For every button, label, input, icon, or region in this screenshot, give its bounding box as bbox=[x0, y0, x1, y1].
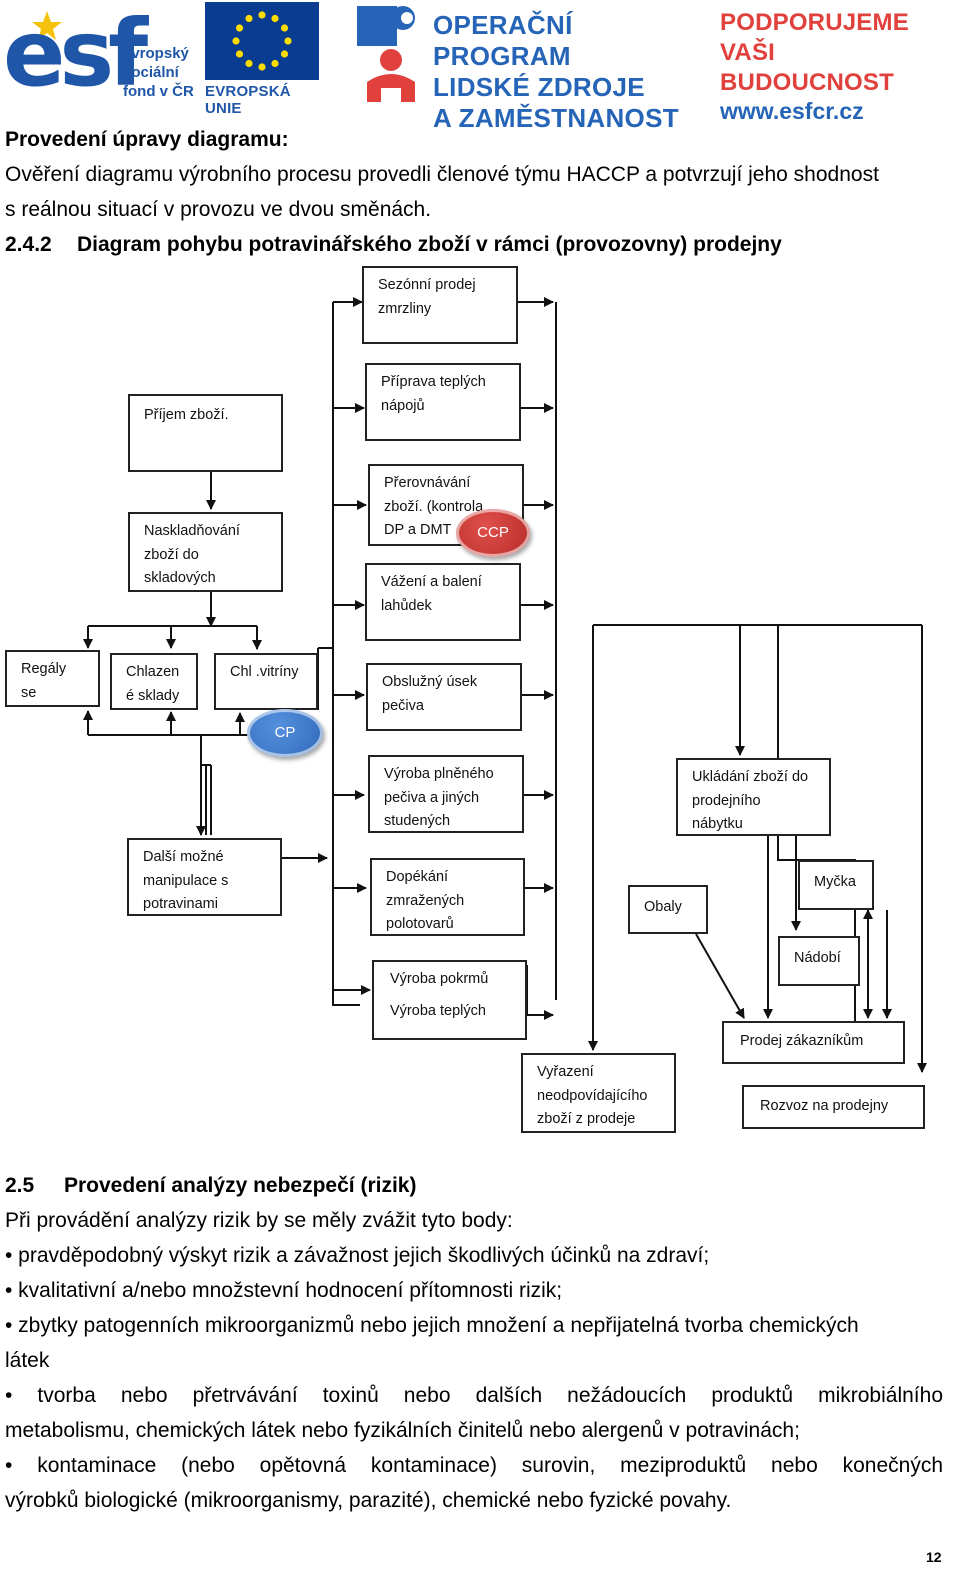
box-prodej-zakaznikum: Prodej zákazníkům bbox=[722, 1021, 905, 1064]
bullet-3-line-1: • zbytky patogenních mikroorganizmů nebo… bbox=[5, 1314, 859, 1337]
box-naskladnovani: Naskladňování zboží do skladových bbox=[128, 512, 283, 592]
box-sezonni-prodej: Sezónní prodej zmrzliny bbox=[362, 266, 518, 344]
box-regaly: Regály se bbox=[5, 650, 100, 707]
bullet-4-line-1: • tvorba nebo přetrvávání toxinů nebo da… bbox=[5, 1384, 943, 1407]
box-ukladani: Ukládání zboží do prodejního nábytku bbox=[676, 758, 831, 836]
support-line-2: VAŠI BUDOUCNOST bbox=[720, 39, 894, 96]
support-url: www.esfcr.cz bbox=[720, 98, 864, 124]
box-chlazene-sklady: Chlazen é sklady bbox=[110, 653, 198, 710]
bullet-5-line-1: • kontaminace (nebo opětovná kontaminace… bbox=[5, 1454, 943, 1477]
page-number: 12 bbox=[926, 1549, 942, 1565]
esf-line-1: evropský bbox=[123, 45, 189, 62]
eu-flag-icon bbox=[205, 2, 319, 80]
bullet-4-line-2: metabolismu, chemických látek nebo fyzik… bbox=[5, 1419, 800, 1442]
section-25-number: 2.5 bbox=[5, 1174, 35, 1197]
intro-paragraph-line-1: Ověření diagramu výrobního procesu prove… bbox=[5, 163, 879, 186]
box-obsluzny-usek: Obslužný úsek pečiva bbox=[366, 663, 522, 731]
support-line-1: PODPORUJEME bbox=[720, 9, 909, 36]
box-dopekani: Dopékání zmražených polotovarů bbox=[370, 858, 525, 936]
subheading-text: Diagram pohybu potravinářského zboží v r… bbox=[77, 233, 782, 256]
esf-mark: esf bbox=[3, 0, 148, 107]
eu-logo: EVROPSKÁ UNIE bbox=[205, 2, 321, 117]
box-chl-vitriny: Chl .vitríny bbox=[214, 653, 318, 710]
box-priprava-napoju: Příprava teplých nápojů bbox=[365, 363, 521, 441]
subheading-number: 2.4.2 bbox=[5, 233, 52, 256]
section-25-title: Provedení analýzy nebezpečí (rizik) bbox=[64, 1174, 417, 1197]
box-dalsi-manipulace: Další možné manipulace s potravinami bbox=[127, 838, 282, 916]
esf-line-2: sociální bbox=[123, 64, 179, 81]
bullet-3-line-2: látek bbox=[5, 1349, 50, 1372]
bullet-5-line-2: výrobků biologické (mikroorganismy, para… bbox=[5, 1489, 732, 1512]
box-vazeni: Vážení a balení lahůdek bbox=[365, 563, 521, 641]
bullet-2: • kvalitativní a/nebo množstevní hodnoce… bbox=[5, 1279, 563, 1302]
box-obaly: Obaly bbox=[628, 885, 708, 934]
intro-heading: Provedení úpravy diagramu: bbox=[5, 128, 289, 151]
ccp-badge: CCP bbox=[456, 509, 530, 557]
box-vyroba-plneneho: Výroba plněného pečiva a jiných studenýc… bbox=[368, 755, 524, 833]
cp-badge: CP bbox=[247, 709, 323, 757]
op-logo: OPERAČNÍ PROGRAM LIDSKÉ ZDROJE A ZAMĚSTN… bbox=[355, 2, 695, 133]
esf-line-3: fond v ČR bbox=[123, 83, 194, 100]
esf-star-icon bbox=[32, 11, 62, 40]
box-prerovnavani: Přerovnávání zboží. (kontrola DP a DMT bbox=[368, 464, 524, 546]
op-line-3: A ZAMĚSTNANOST bbox=[433, 103, 679, 133]
intro-paragraph-line-2: s reálnou situací v provozu ve dvou směn… bbox=[5, 198, 432, 221]
op-puzzle-icon bbox=[357, 6, 415, 102]
box-rozvoz: Rozvoz na prodejny bbox=[742, 1085, 925, 1129]
op-line-1: OPERAČNÍ PROGRAM bbox=[433, 10, 573, 71]
box-nadobi: Nádobí bbox=[778, 936, 860, 986]
support-logo: PODPORUJEME VAŠI BUDOUCNOST www.esfcr.cz bbox=[720, 8, 955, 124]
section-25-intro: Při provádění analýzy rizik by se měly z… bbox=[5, 1209, 513, 1232]
box-vyrazeni: Vyřazení neodpovídajícího zboží z prodej… bbox=[521, 1053, 676, 1133]
esf-logo: esf evropský sociální fond v ČR bbox=[3, 0, 198, 107]
bullet-1: • pravděpodobný výskyt rizik a závažnost… bbox=[5, 1244, 710, 1267]
op-line-2: LIDSKÉ ZDROJE bbox=[433, 72, 645, 102]
box-mycka: Myčka bbox=[798, 860, 874, 910]
eu-caption: EVROPSKÁ UNIE bbox=[205, 83, 291, 117]
box-prijem-zbozi: Příjem zboží. bbox=[128, 394, 283, 472]
